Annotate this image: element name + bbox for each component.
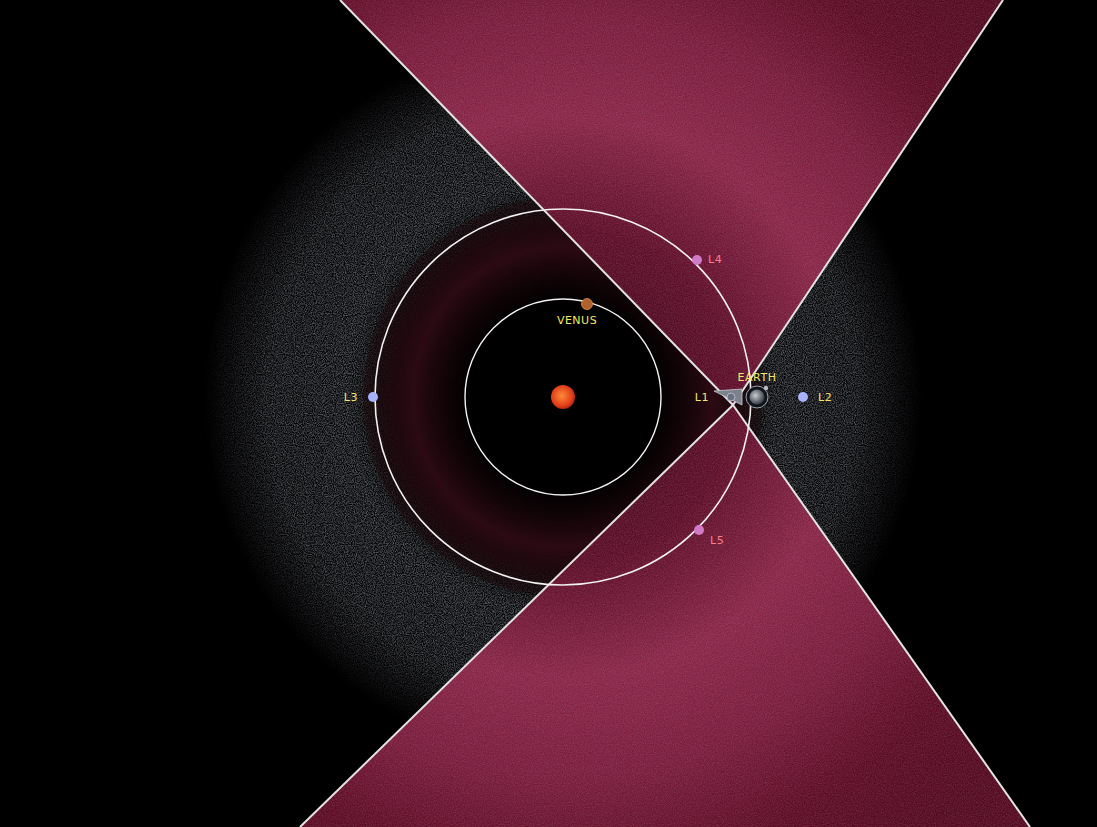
- lagrange-point-label: L3: [344, 392, 358, 403]
- lagrange-point-label: L4: [708, 254, 722, 265]
- lagrange-point-label: L2: [818, 392, 832, 403]
- lagrange-point-label: L1: [695, 392, 709, 403]
- planet-label: EARTH: [738, 372, 777, 383]
- planet-label: VENUS: [557, 315, 597, 326]
- lagrange-point-label: L5: [710, 535, 724, 546]
